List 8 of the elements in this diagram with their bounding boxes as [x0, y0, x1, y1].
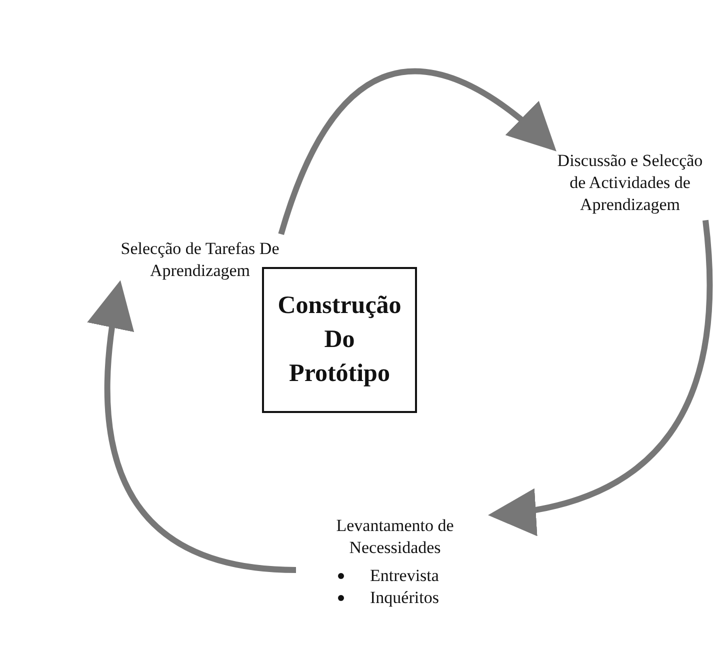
- step-label: Discussão e Selecção de Actividades de Aprendizagem: [555, 150, 705, 216]
- curved-arrow: [88, 280, 296, 573]
- bullet-item: Entrevista: [330, 565, 490, 588]
- curved-arrow: [278, 68, 557, 236]
- title-box: Construção Do Protótipo: [262, 267, 417, 413]
- step-label: Levantamento de Necessidades: [335, 515, 455, 560]
- curved-arrow: [488, 220, 712, 534]
- bullet-item: Inquéritos: [330, 587, 490, 610]
